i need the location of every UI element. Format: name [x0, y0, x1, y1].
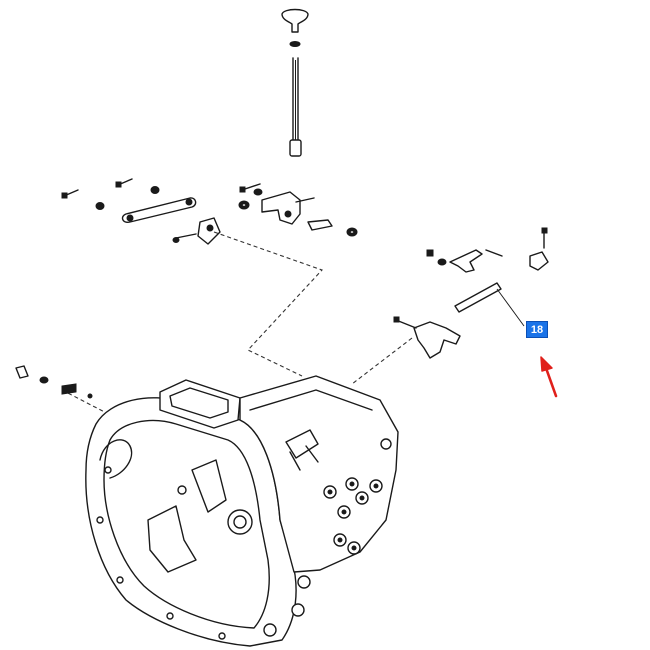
plug-and-spring[interactable] — [15, 365, 93, 399]
detent-parts[interactable] — [426, 227, 549, 273]
gearbox-housing[interactable] — [85, 375, 399, 647]
shift-lever-knob[interactable] — [281, 8, 309, 47]
shift-lever-rod[interactable] — [289, 57, 302, 157]
leader-line — [61, 389, 121, 421]
shift-rail[interactable] — [454, 282, 525, 327]
red-arrow-icon — [540, 356, 558, 398]
washer-icon — [95, 202, 105, 210]
leader-line — [213, 231, 323, 377]
shift-fork[interactable] — [393, 316, 461, 359]
pivot-pin[interactable] — [295, 197, 358, 237]
leader-line — [351, 337, 413, 385]
bolt-icon — [115, 178, 133, 188]
bolt-icon — [61, 189, 79, 199]
part-callout-label[interactable]: 18 — [526, 321, 548, 338]
washer-icon — [150, 186, 160, 194]
selector-clevis[interactable] — [175, 217, 221, 245]
selector-link-bar[interactable] — [121, 197, 197, 224]
lever-bracket[interactable] — [238, 183, 301, 225]
